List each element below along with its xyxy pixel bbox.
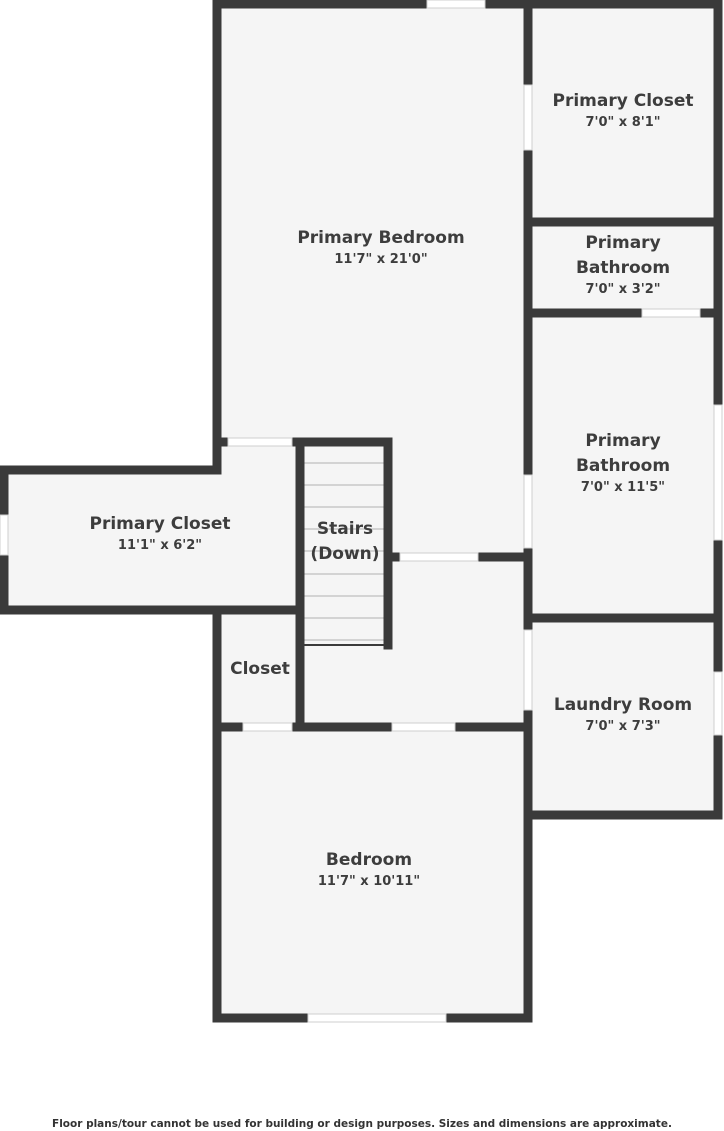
- doorway: [399, 552, 479, 562]
- room-dims: 7'0" x 7'3": [585, 719, 661, 734]
- room-dims: 11'1" x 6'2": [117, 538, 203, 553]
- doorway: [242, 722, 293, 732]
- room-label-closet: Closet: [230, 657, 290, 682]
- window: [426, 0, 486, 9]
- room-name: Laundry Room: [553, 695, 693, 715]
- room-label-primary-closet-1: Primary Closet 7'0" x 8'1": [553, 89, 694, 132]
- doorway: [227, 437, 293, 447]
- room-floors: [4, 4, 718, 1018]
- window: [0, 514, 9, 556]
- room-label-primary-bathroom-1: Primary Bathroom 7'0" x 3'2": [563, 231, 683, 299]
- room-label-primary-bathroom-2: Primary Bathroom 7'0" x 11'5": [563, 429, 683, 497]
- room-name: Stairs (Down): [310, 519, 380, 564]
- room-label-laundry-room: Laundry Room 7'0" x 7'3": [554, 693, 692, 736]
- room-name: Primary Bedroom: [297, 228, 465, 248]
- window: [307, 1013, 447, 1023]
- doorway: [641, 308, 701, 318]
- disclaimer: Floor plans/tour cannot be used for buil…: [52, 1118, 672, 1130]
- room-label-primary-closet-2: Primary Closet 11'1" x 6'2": [90, 512, 231, 555]
- room-name: Primary Bathroom: [575, 233, 671, 278]
- room-dims: 11'7" x 21'0": [334, 252, 428, 267]
- room-name: Bedroom: [325, 850, 413, 870]
- room-name: Primary Closet: [552, 91, 694, 111]
- doorway: [523, 474, 533, 549]
- openings: [0, 0, 723, 1023]
- room-label-primary-bedroom: Primary Bedroom 11'7" x 21'0": [297, 226, 464, 269]
- room-dims: 11'7" x 10'11": [317, 874, 421, 889]
- stair-treads: [304, 462, 384, 641]
- room-name: Closet: [230, 659, 290, 679]
- room-label-bedroom: Bedroom 11'7" x 10'11": [318, 848, 420, 891]
- room-label-stairs: Stairs (Down): [305, 517, 385, 567]
- room-dims: 7'0" x 3'2": [585, 282, 661, 297]
- room-dims: 7'0" x 8'1": [585, 115, 661, 130]
- doorway: [523, 629, 533, 711]
- room-name: Primary Bathroom: [575, 431, 671, 476]
- room-dims: 7'0" x 11'5": [580, 480, 666, 495]
- room-name: Primary Closet: [89, 514, 231, 534]
- window: [713, 671, 723, 736]
- doorway: [391, 722, 456, 732]
- doorway: [523, 84, 533, 151]
- window: [713, 404, 723, 541]
